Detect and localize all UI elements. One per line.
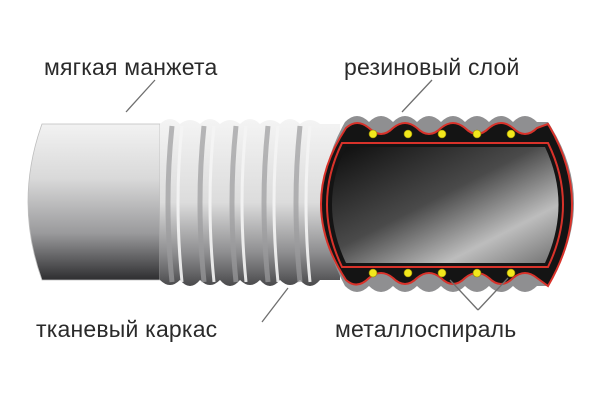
leader-metal-spiral-2 [477, 277, 509, 311]
label-metal-spiral: металлоспираль [335, 316, 517, 342]
leader-soft-cuff [125, 79, 156, 113]
metal-spiral-bottom [368, 268, 516, 278]
label-rubber-layer: резиновый слой [344, 54, 520, 80]
metal-spiral-top [368, 129, 516, 139]
soft-cuff [27, 123, 161, 281]
label-soft-cuff: мягкая манжета [44, 54, 218, 80]
leader-lines [125, 79, 509, 323]
leader-metal-spiral-1 [449, 279, 479, 311]
fabric-frame [160, 119, 340, 286]
label-fabric-frame: тканевый каркас [36, 316, 218, 342]
leader-fabric-frame [261, 287, 289, 323]
leader-rubber-layer [401, 79, 433, 113]
hose-cutaway [320, 116, 574, 292]
